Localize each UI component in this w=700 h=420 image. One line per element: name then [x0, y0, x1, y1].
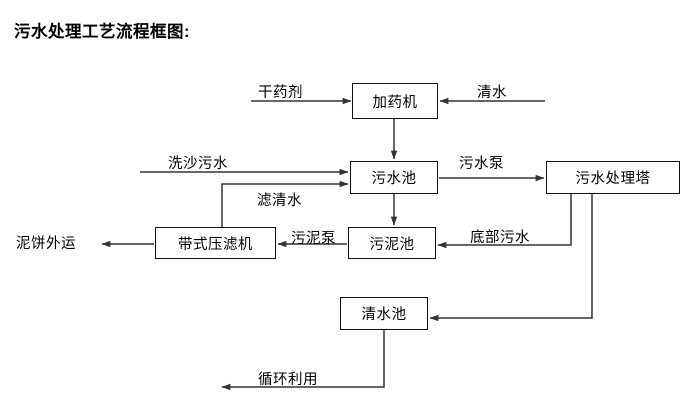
node-label-clearwater-pool: 清水池: [361, 307, 407, 323]
node-label-sludge-pool: 污泥池: [369, 236, 415, 253]
terminal-label-recycling-use: 循环利用: [258, 372, 318, 388]
terminal-label-mud-cake-out: 泥饼外运: [16, 236, 76, 252]
node-label-belt-filter-press: 带式压滤机: [178, 236, 253, 253]
arrow-clearwater-to-recycling: [221, 330, 385, 391]
node-treatment-tower[interactable]: 污水处理塔: [546, 161, 680, 194]
edge-label-bottom-sewage: 底部污水: [470, 230, 530, 246]
arrow-filtered-water-to-sewage-pool: [221, 180, 349, 227]
edge-label-sludge-pump: 污泥泵: [291, 231, 336, 247]
node-label-treatment-tower: 污水处理塔: [575, 171, 651, 187]
edge-label-filtered-water: 滤清水: [257, 193, 302, 209]
edge-label-sand-wash-sewage: 洗沙污水: [168, 156, 228, 172]
node-dosing-machine[interactable]: 加药机: [352, 83, 438, 119]
arrow-tower-to-clearwater-pool: [429, 194, 593, 322]
node-belt-filter-press[interactable]: 带式压滤机: [155, 227, 276, 259]
edge-label-dry-reagent: 干药剂: [258, 85, 303, 101]
arrow-tower-to-sludge-pool: [437, 194, 572, 249]
node-clearwater-pool[interactable]: 清水池: [340, 297, 428, 330]
page-title: 污水处理工艺流程框图:: [14, 23, 190, 41]
node-sludge-pool[interactable]: 污泥池: [348, 227, 436, 259]
edge-label-clean-water: 清水: [477, 85, 507, 101]
edge-label-sewage-pump: 污水泵: [459, 156, 504, 172]
node-sewage-pool[interactable]: 污水池: [350, 161, 438, 194]
node-label-dosing-machine: 加药机: [372, 94, 418, 111]
node-label-sewage-pool: 污水池: [371, 171, 417, 187]
